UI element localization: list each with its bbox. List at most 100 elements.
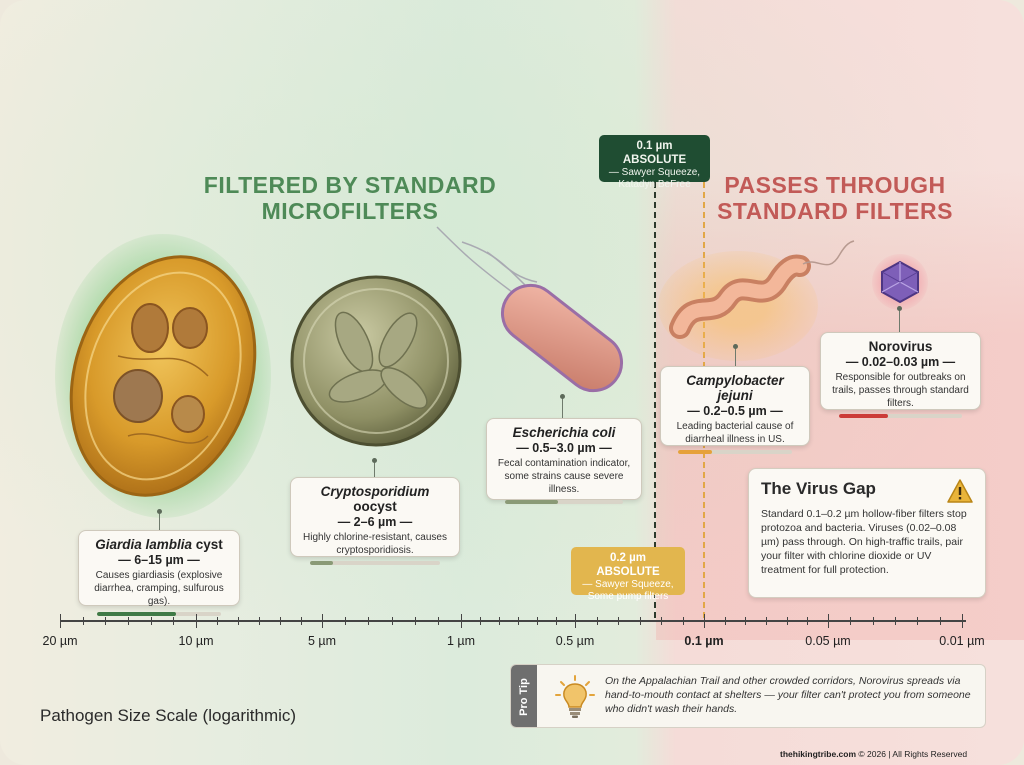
pathogen-size: — 2–6 µm — <box>337 515 413 529</box>
pro-tip-text: On the Appalachian Trail and other crowd… <box>605 675 971 715</box>
norovirus-stem <box>899 308 900 332</box>
giardia-stem-dot <box>157 509 162 514</box>
chart-title: Pathogen Size Scale (logarithmic) <box>40 706 297 725</box>
tick-label: 0.1 µm <box>684 634 724 648</box>
axis-minor-tick <box>217 617 218 625</box>
axis-minor-tick <box>414 617 416 625</box>
size-bar <box>678 450 792 454</box>
axis-minor-tick <box>850 617 852 625</box>
threshold-line-0-1um <box>654 182 656 618</box>
pathogen-card-campylobacter: Campylobacter jejuni — 0.2–0.5 µm — Lead… <box>660 366 810 454</box>
axis-minor-tick <box>173 617 175 625</box>
pathogen-description: Causes giardiasis (explosive diarrhea, c… <box>94 570 224 607</box>
pathogen-card-giardia: Giardia lamblia cyst — 6–15 µm — Causes … <box>78 530 240 616</box>
axis-major-tick <box>196 614 197 628</box>
axis-minor-tick <box>724 617 726 625</box>
axis-minor-tick <box>259 617 260 625</box>
campylobacter-illustration <box>658 240 855 361</box>
axis-minor-tick <box>661 617 662 625</box>
cryptosporidium-stem <box>374 460 375 477</box>
axis-major-tick <box>60 614 61 628</box>
axis-minor-tick <box>128 617 129 625</box>
tick-label: 0.5 µm <box>555 634 595 648</box>
axis-minor-tick <box>807 617 809 625</box>
virus-gap-body: Standard 0.1–0.2 µm hollow-fiber filters… <box>761 508 967 576</box>
virus-gap-title: The Virus Gap <box>761 479 876 498</box>
norovirus-illustration <box>872 254 928 310</box>
axis-minor-tick <box>895 617 896 625</box>
pathogen-size: — 0.5–3.0 µm — <box>516 441 612 455</box>
warning-icon <box>947 479 973 503</box>
pathogen-card-norovirus: Norovirus — 0.02–0.03 µm — Responsible f… <box>820 332 981 418</box>
threshold-label-0-2um: 0.2 µm ABSOLUTE — Sawyer Squeeze, Some p… <box>571 547 685 602</box>
virus-gap-panel: The Virus Gap Standard 0.1–0.2 µm hollow… <box>748 468 986 598</box>
size-bar <box>97 612 221 616</box>
tick-label: 1 µm <box>446 634 476 648</box>
pathogen-description: Leading bacterial cause of diarrheal ill… <box>676 421 794 445</box>
pro-tip-tab: Pro Tip <box>511 665 537 727</box>
pathogen-description: Highly chlorine-resistant, causes crypto… <box>303 532 447 556</box>
axis-major-tick <box>962 614 963 628</box>
size-bar-fill <box>504 500 559 504</box>
pathogen-name: Escherichia coli <box>512 425 616 440</box>
pro-tip-panel: Pro Tip On the Appalachian Trail and oth… <box>510 664 986 728</box>
giardia-cyst-illustration <box>55 234 271 518</box>
size-bar <box>504 500 624 504</box>
pathogen-name: Giardia lamblia cyst <box>95 537 223 552</box>
pathogen-card-cryptosporidium: Cryptosporidium oocyst — 2–6 µm — Highly… <box>290 477 460 565</box>
giardia-stem <box>159 512 160 530</box>
lightbulb-icon <box>555 675 595 718</box>
tick-label: 20 µm <box>42 634 78 648</box>
heading-filtered: FILTERED BY STANDARD MICROFILTERS <box>203 172 497 224</box>
pathogen-size: — 0.02–0.03 µm — <box>845 355 956 369</box>
axis-minor-tick <box>105 617 107 625</box>
axis-minor-tick <box>939 617 941 625</box>
axis-major-tick <box>828 614 829 628</box>
axis-minor-tick <box>786 617 788 625</box>
size-bar-fill <box>97 612 177 616</box>
e-coli-illustration <box>436 226 624 393</box>
axis-major-tick <box>461 614 462 628</box>
tick-label: 5 µm <box>307 634 337 648</box>
axis-minor-tick <box>745 617 747 625</box>
axis-minor-tick <box>150 617 152 625</box>
axis-minor-tick <box>480 617 481 625</box>
pathogen-name: Campylobacter jejuni <box>686 373 784 403</box>
size-bar-fill <box>678 450 713 454</box>
pathogen-card-e-coli: Escherichia coli — 0.5–3.0 µm — Fecal co… <box>486 418 642 504</box>
axis-minor-tick <box>872 617 874 625</box>
footer-rights: © 2026 | All Rights Reserved <box>856 749 968 759</box>
size-bar <box>309 561 441 565</box>
axis-minor-tick <box>518 617 519 625</box>
footer-credit: thehikingtribe.com © 2026 | All Rights R… <box>780 749 967 759</box>
pathogen-name: Cryptosporidium oocyst <box>320 484 430 514</box>
threshold-examples: — Sawyer Squeeze, Katadyn BeFree <box>608 167 701 190</box>
axis-minor-tick <box>917 617 919 625</box>
campylobacter-stem-dot <box>733 344 738 349</box>
axis-major-tick <box>575 614 576 628</box>
tick-label: 10 µm <box>178 634 214 648</box>
axis-minor-tick <box>238 617 239 625</box>
size-bar-fill <box>839 414 889 418</box>
axis-minor-tick <box>766 617 767 625</box>
tick-label: 0.05 µm <box>805 634 851 648</box>
e-coli-stem-dot <box>560 394 565 399</box>
axis-minor-tick <box>345 617 347 625</box>
heading-passes-through: PASSES THROUGH STANDARD FILTERS <box>717 172 953 224</box>
e-coli-stem <box>562 396 563 418</box>
axis-minor-tick <box>82 617 84 625</box>
axis-minor-tick <box>391 617 393 625</box>
pathogen-description: Fecal contamination indicator, some stra… <box>497 458 631 495</box>
pathogen-name: Norovirus <box>868 339 933 354</box>
footer-site: thehikingtribe.com <box>780 749 857 759</box>
campylobacter-stem <box>735 346 736 366</box>
threshold-value: 0.2 µm ABSOLUTE <box>596 552 660 578</box>
size-bar-fill <box>309 561 334 565</box>
axis-minor-tick <box>280 617 281 625</box>
size-bar <box>839 414 962 418</box>
pathogen-size: — 6–15 µm — <box>118 553 200 567</box>
axis-minor-tick <box>556 617 557 625</box>
axis-minor-tick <box>682 617 684 625</box>
norovirus-stem-dot <box>897 306 902 311</box>
